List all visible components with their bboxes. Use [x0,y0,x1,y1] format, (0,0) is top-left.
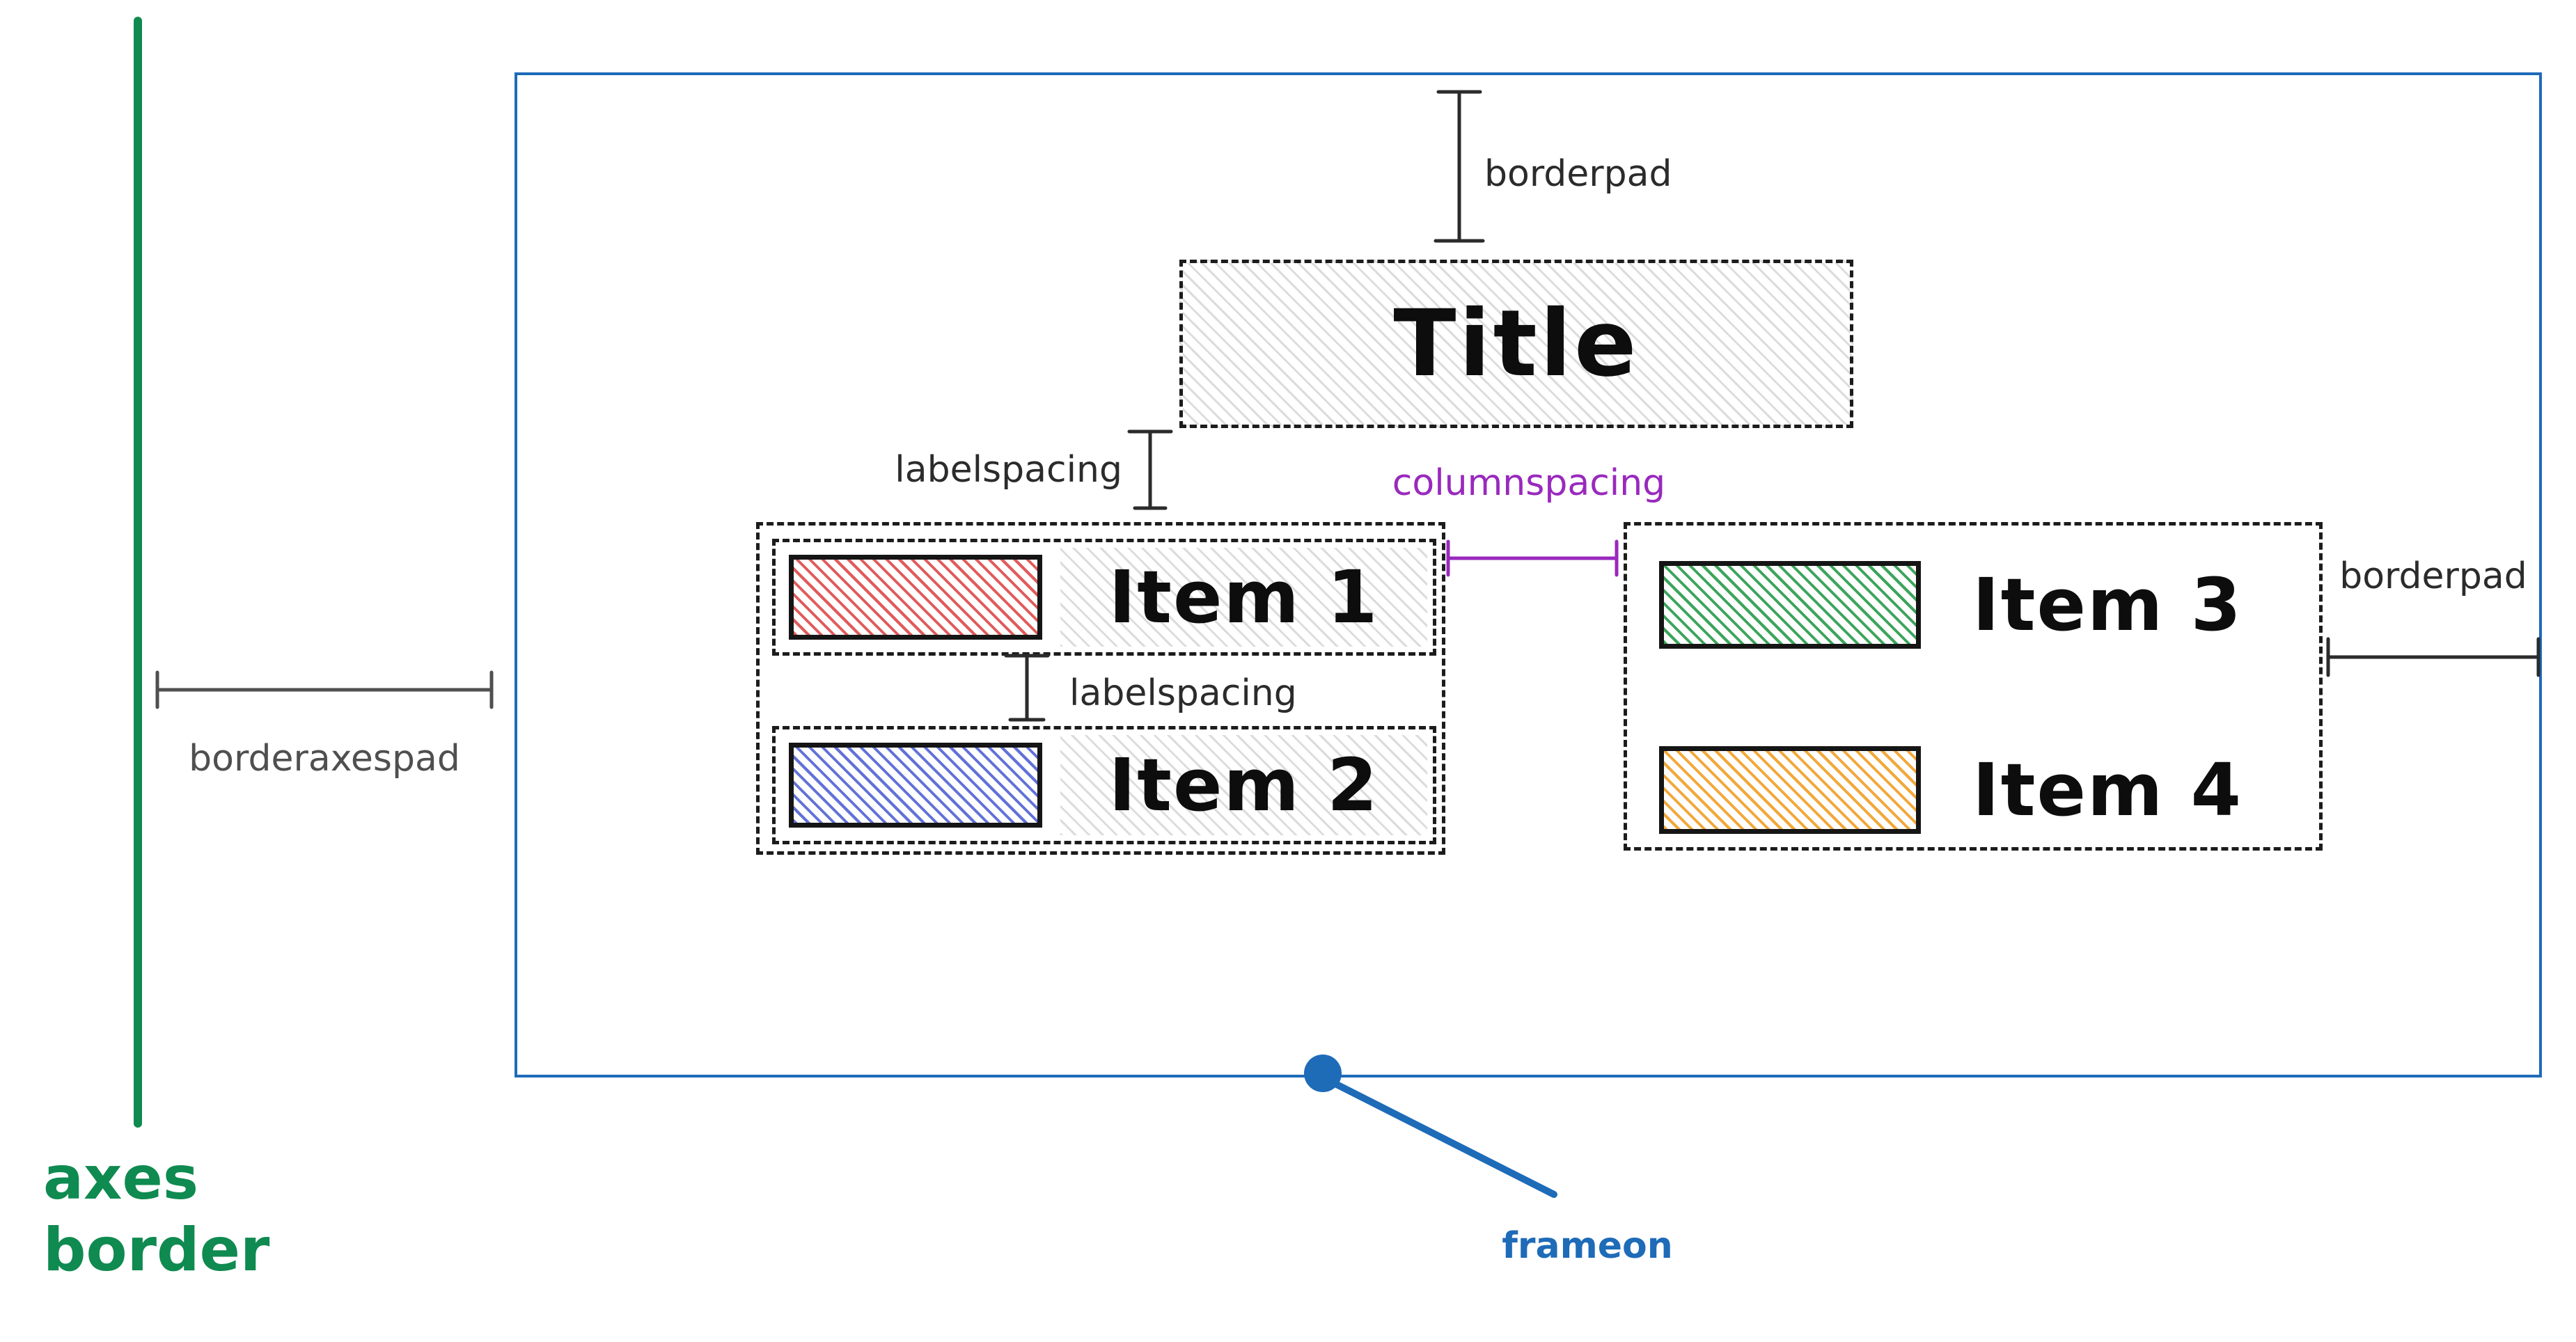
labelspacing-title-label: labelspacing [895,449,1122,491]
legend-item-row-1: Item 1 [772,539,1436,656]
legend-item-label-box-4: Item 4 [1921,748,2294,832]
legend-item-label-box-3: Item 3 [1921,562,2294,647]
legend-item-label-3: Item 3 [1972,562,2243,647]
legend-item-row-2: Item 2 [772,726,1436,844]
legend-item-label-4: Item 4 [1972,748,2243,832]
borderpad-top-label: borderpad [1484,153,1672,195]
legend-title: Title [1393,290,1640,397]
borderaxespad-measure [155,670,494,709]
legend-item-label-1: Item 1 [1108,555,1379,640]
labelspacing-items-label: labelspacing [1069,672,1297,714]
color-swatch-item-1 [789,555,1042,640]
color-swatch-item-2 [789,743,1042,828]
axes-border-label: axes border [43,1144,270,1286]
legend-column-right: Item 3 Item 4 [1624,522,2323,851]
legend-frame [515,72,2542,1077]
legend-item-label-box-1: Item 1 [1060,548,1427,647]
legend-item-row-3: Item 3 [1659,558,2294,652]
legend-item-row-4: Item 4 [1659,743,2294,837]
frameon-label: frameon [1502,1225,1673,1267]
legend-column-left: Item 1 Item 2 [756,522,1445,855]
legend-item-label-2: Item 2 [1108,743,1379,828]
legend-item-label-box-2: Item 2 [1060,735,1427,835]
legend-title-box: Title [1179,260,1853,428]
borderpad-right-label: borderpad [2339,555,2527,597]
color-swatch-item-3 [1659,561,1921,649]
columnspacing-label: columnspacing [1392,462,1666,504]
color-swatch-item-4 [1659,746,1921,834]
axes-border-line [134,17,142,1128]
borderaxespad-label: borderaxespad [189,738,460,780]
